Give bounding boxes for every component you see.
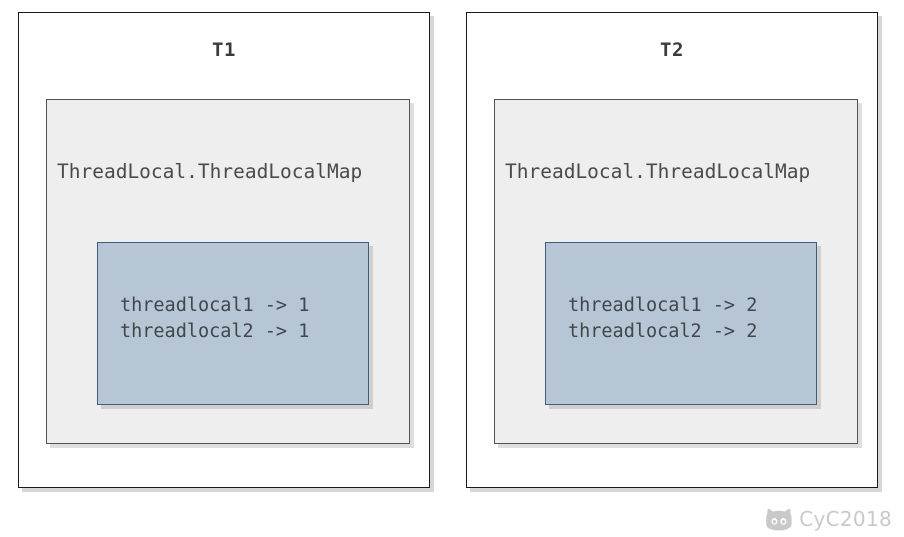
threadlocalmap-label-t2: ThreadLocal.ThreadLocalMap [505, 160, 811, 183]
entries-box-t1: threadlocal1 -> 1 threadlocal2 -> 1 [97, 242, 369, 405]
github-octocat-icon [766, 508, 792, 531]
entries-box-t2: threadlocal1 -> 2 threadlocal2 -> 2 [545, 242, 817, 405]
entry-line: threadlocal1 -> 2 [568, 295, 758, 316]
thread-panel-t2: T2 ThreadLocal.ThreadLocalMap threadloca… [466, 12, 878, 488]
watermark: CyC2018 [766, 507, 892, 531]
entries-list-t2: threadlocal1 -> 2 threadlocal2 -> 2 [568, 293, 838, 345]
entries-list-t1: threadlocal1 -> 1 threadlocal2 -> 1 [120, 293, 390, 345]
threadlocalmap-label-t1: ThreadLocal.ThreadLocalMap [57, 160, 363, 183]
threadlocalmap-box-t2: ThreadLocal.ThreadLocalMap threadlocal1 … [494, 99, 858, 444]
thread-panel-t1: T1 ThreadLocal.ThreadLocalMap threadloca… [18, 12, 430, 488]
thread-title-t2: T2 [660, 39, 684, 61]
entry-line: threadlocal2 -> 1 [120, 321, 310, 342]
entry-line: threadlocal1 -> 1 [120, 295, 310, 316]
watermark-text: CyC2018 [799, 507, 892, 531]
threadlocalmap-box-t1: ThreadLocal.ThreadLocalMap threadlocal1 … [46, 99, 410, 444]
thread-title-t1: T1 [212, 39, 236, 61]
entry-line: threadlocal2 -> 2 [568, 321, 758, 342]
